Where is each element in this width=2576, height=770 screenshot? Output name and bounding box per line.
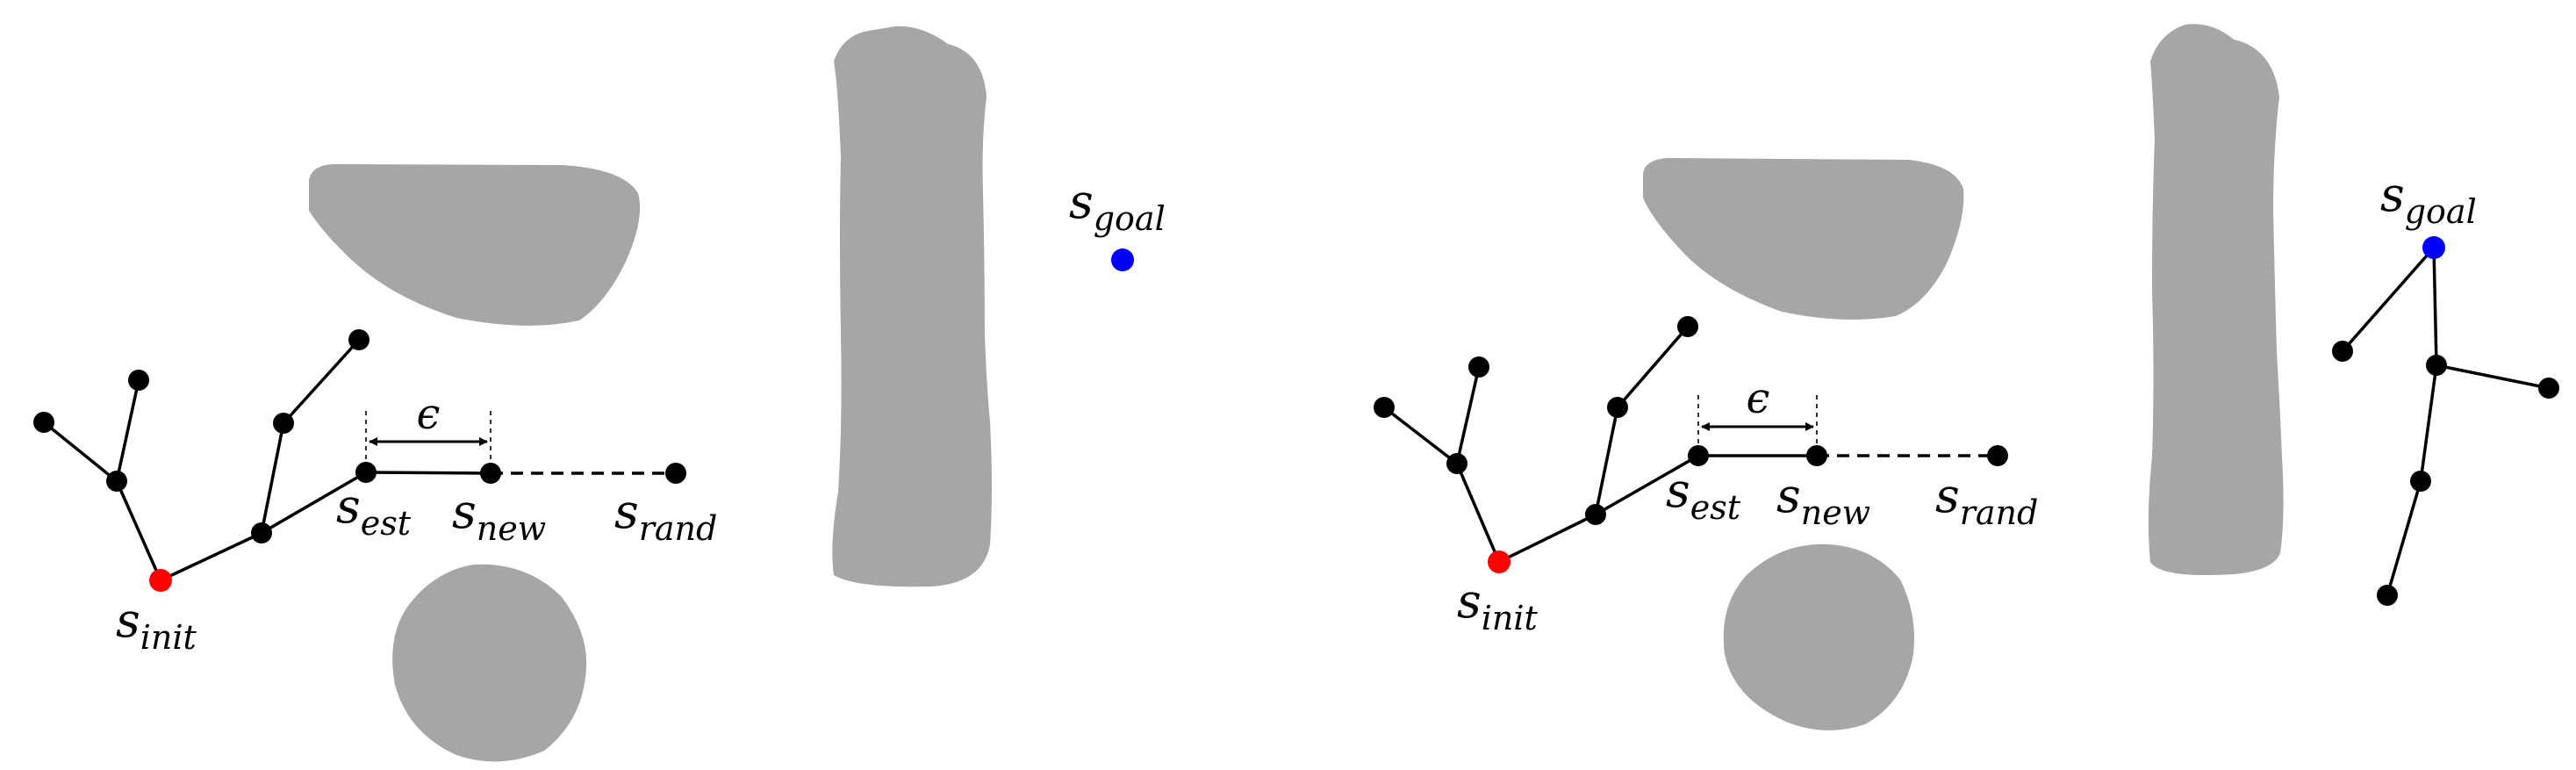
goal-label: sgoal — [1069, 174, 1166, 238]
obstacle-circle-right — [1723, 543, 1914, 730]
new-label: snew — [1776, 468, 1870, 532]
new-node — [480, 463, 501, 484]
tree-node — [1446, 453, 1467, 474]
obstacle-tall-right — [2148, 24, 2284, 576]
goal-tree-node — [2332, 341, 2353, 362]
tree-node — [1607, 397, 1628, 418]
tree-node — [1374, 397, 1395, 418]
obstacle-upper-right — [1643, 158, 1964, 320]
left-panel: ϵ sinit sgoal sest snew srand — [33, 25, 1166, 762]
tree-node — [1468, 356, 1489, 378]
tree-node — [33, 412, 54, 433]
goal-node — [2422, 236, 2445, 259]
random-node — [1987, 445, 2008, 466]
epsilon-label: ϵ — [417, 390, 441, 439]
goal-tree-node — [2538, 378, 2559, 399]
tree-node — [1677, 316, 1698, 337]
tree-node — [128, 370, 149, 391]
goal-label: sgoal — [2380, 167, 2477, 231]
right-panel: ϵ sinit sgoal sest snew srand — [1374, 24, 2559, 730]
obstacle-tall-left — [832, 25, 992, 587]
init-label: sinit — [116, 593, 197, 657]
rand-label: srand — [1935, 468, 2038, 532]
random-node — [665, 463, 686, 484]
goal-tree-node — [2410, 471, 2431, 492]
obstacle-upper-left — [309, 164, 641, 326]
epsilon-label: ϵ — [1747, 374, 1770, 423]
nearest-node-est — [1688, 445, 1709, 466]
init-node — [1488, 551, 1510, 573]
init-node — [149, 569, 172, 592]
new-node — [1806, 445, 1827, 466]
goal-tree-node — [2426, 355, 2447, 376]
goal-tree-node — [2377, 585, 2398, 606]
tree-node — [273, 413, 294, 434]
tree-node — [251, 522, 272, 543]
tree-node — [1585, 504, 1606, 525]
goal-node — [1111, 248, 1134, 271]
tree-node — [106, 471, 127, 492]
init-label: sinit — [1457, 573, 1538, 637]
est-label: sest — [336, 479, 412, 543]
tree-node — [348, 329, 370, 350]
est-label: sest — [1666, 463, 1741, 527]
obstacle-circle-left — [392, 564, 587, 762]
new-label: snew — [452, 484, 546, 548]
rand-label: srand — [614, 484, 717, 548]
nearest-node-est — [355, 462, 377, 483]
